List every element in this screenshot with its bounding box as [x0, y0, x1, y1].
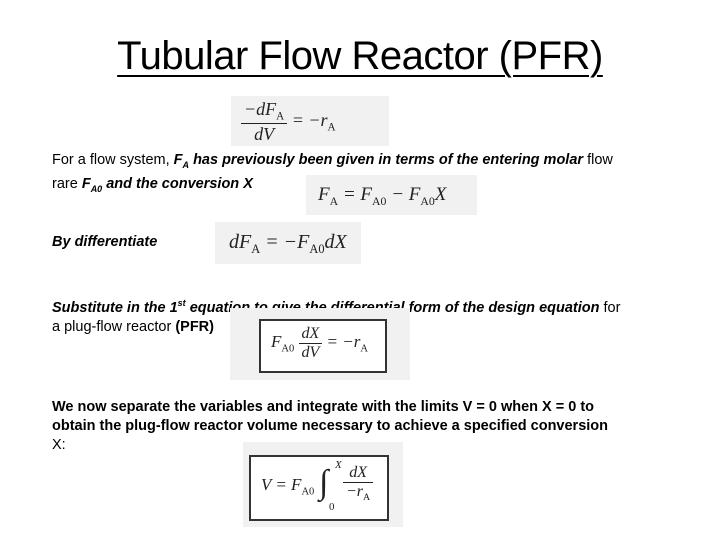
- paragraph-differentiate: By differentiate: [52, 233, 157, 252]
- eq4-coef: F: [271, 332, 282, 352]
- p3-sup: st: [177, 298, 186, 308]
- eq1-numerator: −dF: [244, 99, 277, 119]
- p1-fa-sub: A: [182, 159, 190, 170]
- eq1-denominator: dV: [254, 123, 275, 144]
- p4-line2: obtain the plug-flow reactor volume nece…: [52, 418, 608, 434]
- eq3-lhs-sub: A: [251, 242, 261, 256]
- p3-pfr: (PFR): [175, 318, 214, 335]
- eq1-numerator-sub: A: [276, 110, 285, 123]
- p3-part1: Substitute in the 1: [52, 299, 178, 316]
- equation-design-differential: FA0 dX dV = −rA: [259, 319, 387, 373]
- eq4-numerator: dX: [301, 325, 320, 342]
- p1-emphasis: has previously been given in terms of th…: [193, 152, 584, 168]
- paragraph-flow-system: For a flow system, FA has previously bee…: [52, 151, 692, 199]
- equation-molar-flow: FA = FA0 − FA0X: [306, 175, 477, 215]
- eq5-lhs-sub: A0: [301, 486, 315, 498]
- eq3-rhs-sub: A0: [309, 242, 325, 256]
- p2-text: By differentiate: [52, 234, 158, 250]
- slide-title: Tubular Flow Reactor (PFR): [117, 34, 603, 78]
- eq2-lhs-sub: A: [329, 194, 339, 208]
- eq3-lhs: dF: [229, 231, 252, 253]
- p1-flow: flow: [587, 152, 613, 168]
- equation-differential: dFA = −FA0dX: [215, 222, 361, 264]
- p1-fa0-symbol: F: [81, 175, 91, 192]
- eq1-rhs: = −r: [291, 110, 328, 130]
- p4-line1: We now separate the variables and integr…: [52, 399, 595, 415]
- p4-line3: X:: [52, 437, 66, 453]
- eq4-coef-sub: A0: [281, 343, 295, 355]
- p1-emphasis-2: and the conversion X: [106, 175, 253, 192]
- eq4-rhs: = −r: [326, 332, 361, 352]
- eq5-lhs: V = F: [261, 475, 302, 494]
- paragraph-integrate: We now separate the variables and integr…: [52, 398, 712, 455]
- eq2-x: X: [434, 184, 447, 205]
- eq5-numerator: dX: [349, 464, 367, 481]
- eq3-tail: dX: [324, 231, 347, 253]
- p3-line2: a plug-flow reactor: [52, 318, 172, 335]
- eq3-rhs: = −F: [265, 231, 310, 253]
- eq4-denominator: dV: [301, 344, 320, 361]
- eq2-mid: = F: [342, 184, 373, 205]
- eq2-tail-sub: A0: [420, 194, 435, 208]
- integral-sign: ∫: [319, 464, 329, 501]
- p1-rare: rare: [52, 175, 78, 192]
- eq5-denominator-sub: A: [363, 492, 371, 504]
- p1-fa0-sub: A0: [90, 183, 103, 194]
- eq4-rhs-sub: A: [360, 343, 368, 355]
- eq2-lhs: F: [318, 184, 330, 205]
- eq2-tail: − F: [391, 184, 421, 205]
- eq5-lower-limit: 0: [329, 501, 335, 513]
- equation-volume-integral: V = FA0 ∫ X 0 dX −rA: [249, 455, 389, 521]
- eq5-upper-limit: X: [335, 459, 342, 471]
- eq5-denominator: −r: [346, 483, 364, 500]
- p3-for: for: [603, 299, 621, 316]
- equation-rate-derivative: −dFA dV = −rA: [231, 96, 389, 146]
- p1-fa-symbol: F: [173, 152, 183, 168]
- eq1-rhs-sub: A: [327, 121, 336, 134]
- eq2-mid-sub: A0: [372, 194, 387, 208]
- p1-prefix: For a flow system,: [52, 152, 170, 168]
